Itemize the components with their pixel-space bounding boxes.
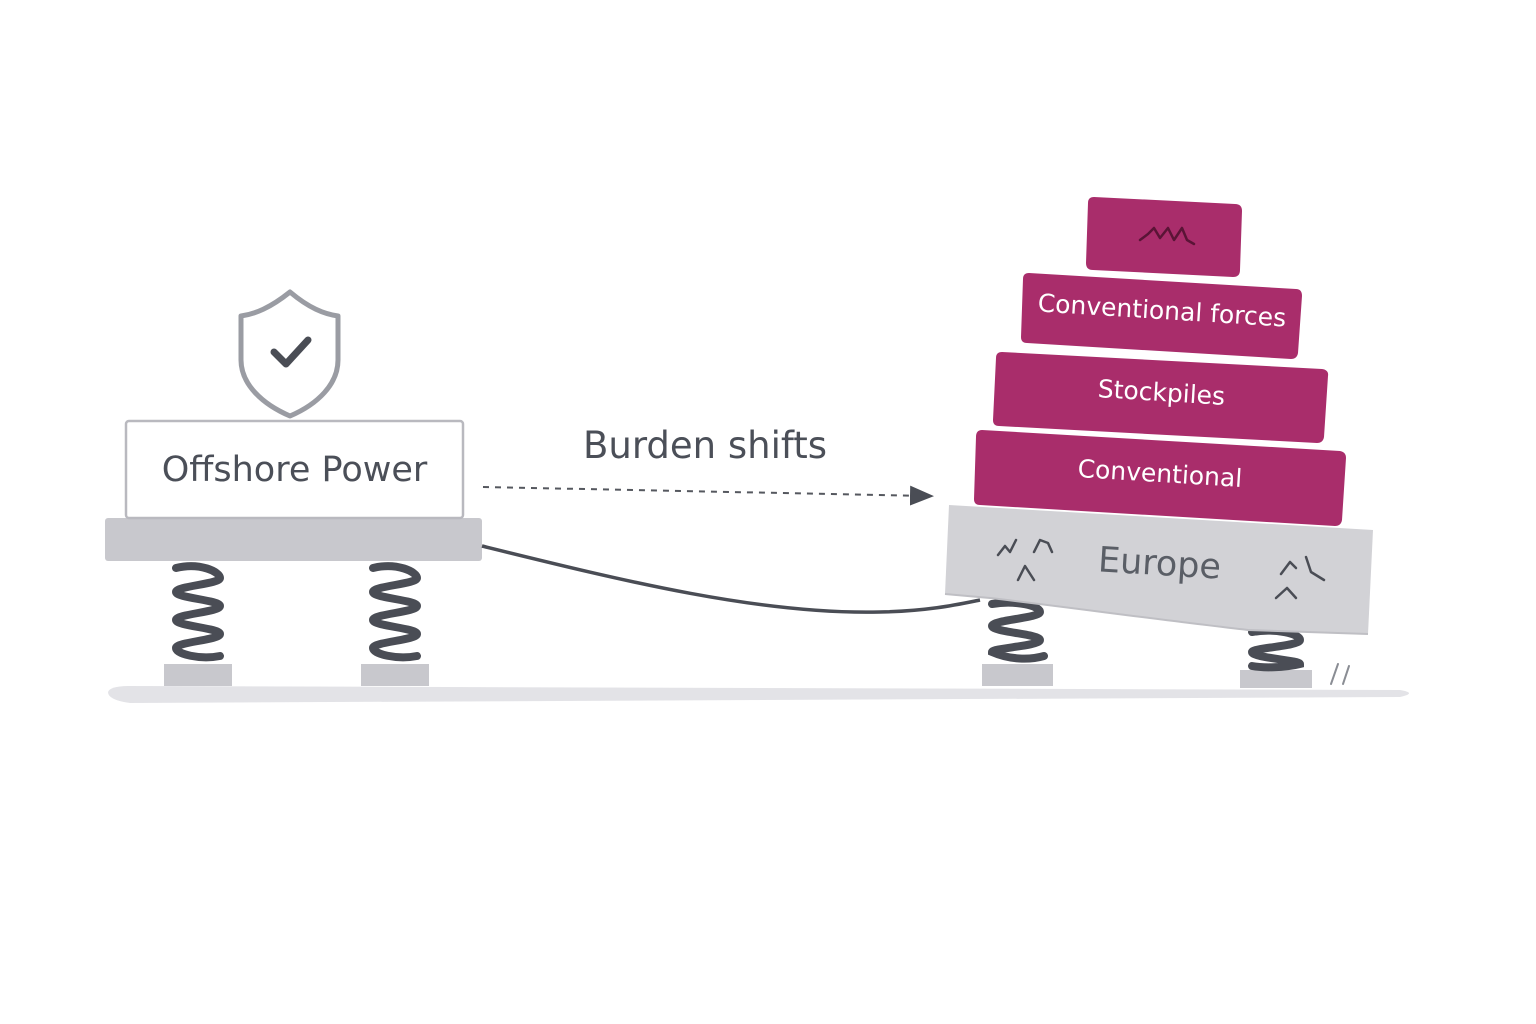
connecting-cable [481,544,981,614]
strain-squiggle-icon [996,538,1054,582]
spring [368,562,422,662]
strain-squiggle-icon [1138,226,1196,246]
spring [1247,626,1305,672]
europe-platform-edge [944,593,1369,635]
spring-base [164,664,232,686]
spring-base [361,664,429,686]
europe-label: Europe [1096,540,1223,588]
burden-shift-arrow [482,485,934,506]
spring [987,598,1048,663]
stress-marks [1330,663,1350,685]
burden-block-conventional [974,430,1346,526]
spring [171,562,225,662]
burden-block-conventional-forces [1021,273,1302,359]
burden-block-top [1086,197,1242,277]
offshore-box [124,419,465,520]
burden-block-stockpiles [993,352,1329,443]
spring-base [982,664,1053,686]
europe-platform [945,505,1373,634]
offshore-platform [105,518,482,561]
burden-shifts-label: Burden shifts [583,424,828,467]
offshore-power-label: Offshore Power [161,449,428,490]
shield-check-icon [238,289,341,419]
ground-line [108,686,1409,703]
spring-base [1240,670,1312,688]
strain-squiggle-icon [1274,555,1326,600]
